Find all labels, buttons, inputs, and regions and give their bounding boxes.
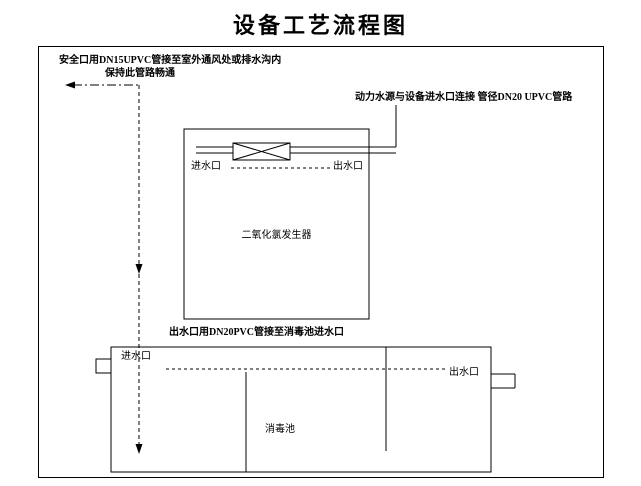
flow-arrow-bottom-icon: [135, 444, 143, 454]
generator-outlet-label: 出水口: [333, 161, 363, 172]
pool-outlet-label: 出水口: [449, 367, 479, 378]
safety-note-line1: 安全口用DN15UPVC管接至室外通风处或排水沟内: [59, 55, 282, 66]
pool-inlet-label: 进水口: [121, 351, 151, 362]
page-title: 设备工艺流程图: [232, 13, 408, 38]
generator-inlet-label: 进水口: [191, 161, 221, 172]
pool-box: [110, 346, 492, 473]
diagram-frame: 安全口用DN15UPVC管接至室外通风处或排水沟内 保持此管路畅通 动力水源与设…: [38, 46, 604, 478]
safety-note-line2: 保持此管路畅通: [105, 68, 175, 79]
pool-inlet-stub: [95, 358, 112, 374]
pool-name-label: 消毒池: [265, 424, 295, 435]
safety-vent-arrow-icon: [65, 81, 75, 89]
power-supply-note: 动力水源与设备进水口连接 管径DN20 UPVC管路: [355, 92, 573, 103]
flow-diagram-svg: [65, 81, 516, 473]
generator-box: [183, 128, 370, 320]
flow-arrow-mid-icon: [135, 264, 143, 274]
valve-diagonal-2: [232, 142, 291, 161]
generator-name-label: 二氧化氯发生器: [241, 230, 312, 241]
outlet-pipe-note: 出水口用DN20PVC管接至消毒池进水口: [169, 327, 344, 338]
